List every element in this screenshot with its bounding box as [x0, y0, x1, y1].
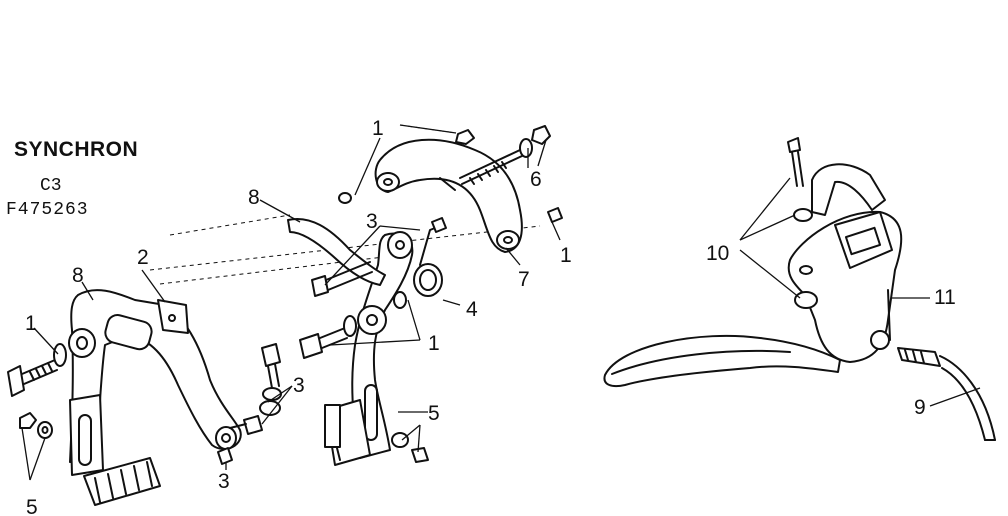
callout-8-left: 8 [72, 264, 84, 287]
left-nut-and-washer [19, 412, 53, 439]
spring-bracket [157, 299, 189, 334]
return-spring [413, 217, 447, 297]
callout-3-center: 3 [293, 374, 305, 397]
pivot-stud [338, 125, 563, 223]
callout-5-left: 5 [26, 496, 38, 516]
callout-1-top: 1 [372, 117, 384, 140]
brand-title: SYNCHRON [14, 138, 139, 161]
callout-3-right: 3 [366, 210, 378, 233]
callout-1-far-right: 1 [560, 244, 572, 267]
right-brake-shoe [324, 399, 371, 466]
callout-6: 6 [530, 168, 542, 191]
right-pivot-bolt [299, 261, 407, 359]
left-pivot-bolt [7, 343, 67, 397]
callout-9: 9 [914, 396, 926, 419]
left-caliper-arm [68, 289, 242, 476]
callout-1-left: 1 [25, 312, 37, 335]
callout-4: 4 [466, 298, 478, 321]
callout-3-bottom: 3 [218, 470, 230, 493]
callout-leaders [21, 124, 981, 481]
model-label: C3 [40, 176, 62, 196]
callout-2: 2 [137, 246, 149, 269]
straddle-arm [287, 217, 386, 286]
callout-8-right: 8 [248, 186, 260, 209]
callout-1-mid: 1 [428, 332, 440, 355]
part-number-label: F475263 [6, 200, 89, 220]
callout-numbers: 1 8 3 6 1 7 4 1 2 8 1 3 3 5 5 10 11 9 [25, 117, 956, 516]
caliper-bridge [374, 138, 523, 253]
brake-cable [897, 347, 996, 441]
right-nut-and-washer [391, 432, 429, 463]
callout-5-right: 5 [428, 402, 440, 425]
callout-7: 7 [518, 268, 530, 291]
brake-lever-assembly [603, 137, 903, 388]
callout-10: 10 [706, 242, 729, 265]
callout-11: 11 [934, 286, 956, 309]
left-brake-shoe [83, 457, 161, 506]
